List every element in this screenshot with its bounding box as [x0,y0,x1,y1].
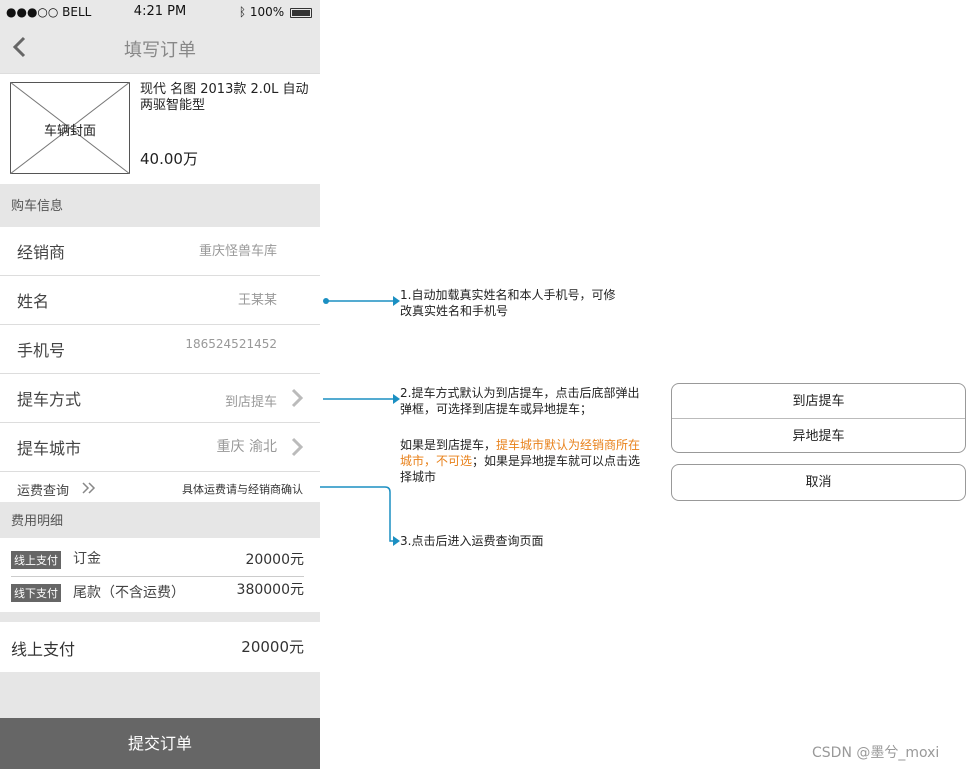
status-time: 4:21 PM [133,4,187,19]
annotation-2-part1: 如果是到店提车， [400,438,497,452]
page-title: 填写订单 [124,40,196,61]
shipping-label: 运费查询 [17,484,70,499]
watermark: CSDN @墨兮_moxi [812,745,940,761]
annotation-2-detail: 如果是到店提车，提车城市默认为经销商所在城市，不可选；如果是异地提车就可以点击选… [400,437,650,485]
double-chevron-icon [82,482,96,494]
online-pay-amount: 20000元 [241,638,304,656]
section-title: 费用明细 [11,514,64,529]
phone-label: 手机号 [17,341,66,360]
status-bar: ●●●○○ BELL 4:21 PM ᛒ 100% [0,0,320,24]
fee-name: 订金 [73,551,101,567]
annotation-2-line1: 2.提车方式默认为到店提车，点击后底部弹出弹框，可选择到店提车或异地提车； [400,386,640,416]
annotation-1: 1.自动加载真实姓名和本人手机号，可修改真实姓名和手机号 [400,288,616,318]
online-pay-row: 线上支付 20000元 [0,622,320,672]
bluetooth-icon: ᛒ [238,5,247,19]
carrier-signal: ●●●○○ BELL [6,5,92,19]
bottom-spacer [0,672,320,718]
shipping-note: 具体运费请与经销商确认 [182,483,303,496]
annotation-2-highlight: 提车城市默认为经销商所在城市，不可选 [400,438,641,468]
payment-tag: 线上支付 [11,551,61,569]
phone-screen: ●●●○○ BELL 4:21 PM ᛒ 100% 填写订单 车辆封面 现代 名… [0,0,320,769]
nav-bar: 填写订单 [0,24,320,74]
payment-tag: 线下支付 [11,584,61,602]
fee-amount: 20000元 [245,552,304,568]
fee-row-deposit: 线上支付 订金 20000元 [11,546,304,577]
pickup-method-value: 到店提车 [224,395,277,410]
pickup-method-row[interactable]: 提车方式 到店提车 [0,374,320,423]
battery-status: ᛒ 100% [239,5,312,19]
battery-icon [290,7,312,18]
chevron-right-icon [291,388,304,408]
dealer-label: 经销商 [17,243,66,262]
section-title: 购车信息 [11,199,64,214]
fee-row-balance: 线下支付 尾款（不含运费） 380000元 [11,578,304,608]
pickup-method-label: 提车方式 [17,390,82,409]
name-input[interactable]: 王某某 [237,293,277,308]
product-price: 40.00万 [140,150,198,168]
fee-detail-header: 费用明细 [0,502,320,538]
cancel-button[interactable]: 取消 [671,464,966,501]
dealer-row: 经销商 重庆怪兽车库 [0,227,320,276]
battery-percent: 100% [249,5,285,19]
online-pay-label: 线上支付 [11,640,76,659]
divider-band [0,612,320,622]
sheet-divider [672,418,965,419]
shipping-row[interactable]: 运费查询 具体运费请与经销商确认 [0,472,320,502]
purchase-info-header: 购车信息 [0,184,320,227]
option-store-pickup[interactable]: 到店提车 [792,394,845,409]
annotation-2: 2.提车方式默认为到店提车，点击后底部弹出弹框，可选择到店提车或异地提车； 如果… [400,385,650,485]
pickup-method-sheet: 到店提车 异地提车 [671,383,966,453]
name-label: 姓名 [17,292,50,311]
name-row: 姓名 王某某 [0,276,320,325]
dealer-value: 重庆怪兽车库 [198,244,277,259]
pickup-city-label: 提车城市 [17,439,82,458]
chevron-right-icon [291,437,304,457]
pickup-city-row[interactable]: 提车城市 重庆 渝北 [0,423,320,472]
cover-label: 车辆封面 [43,124,96,139]
vehicle-cover-image: 车辆封面 [10,82,130,174]
product-card: 车辆封面 现代 名图 2013款 2.0L 自动两驱智能型 40.00万 [0,74,320,184]
pickup-city-value: 重庆 渝北 [216,439,277,455]
option-remote-pickup[interactable]: 异地提车 [792,429,845,444]
submit-order-button[interactable]: 提交订单 [0,718,320,769]
phone-row: 手机号 186524521452 [0,325,320,374]
product-title: 现代 名图 2013款 2.0L 自动两驱智能型 [140,82,309,113]
back-arrow-icon[interactable] [8,34,30,60]
annotation-3: 3.点击后进入运费查询页面 [400,534,544,548]
fee-name: 尾款（不含运费） [73,585,185,601]
phone-input[interactable]: 186524521452 [185,337,277,351]
fee-amount: 380000元 [236,582,304,598]
annotation-2-part2: ；如果是异地提车就可以点击选择城市 [400,454,641,484]
